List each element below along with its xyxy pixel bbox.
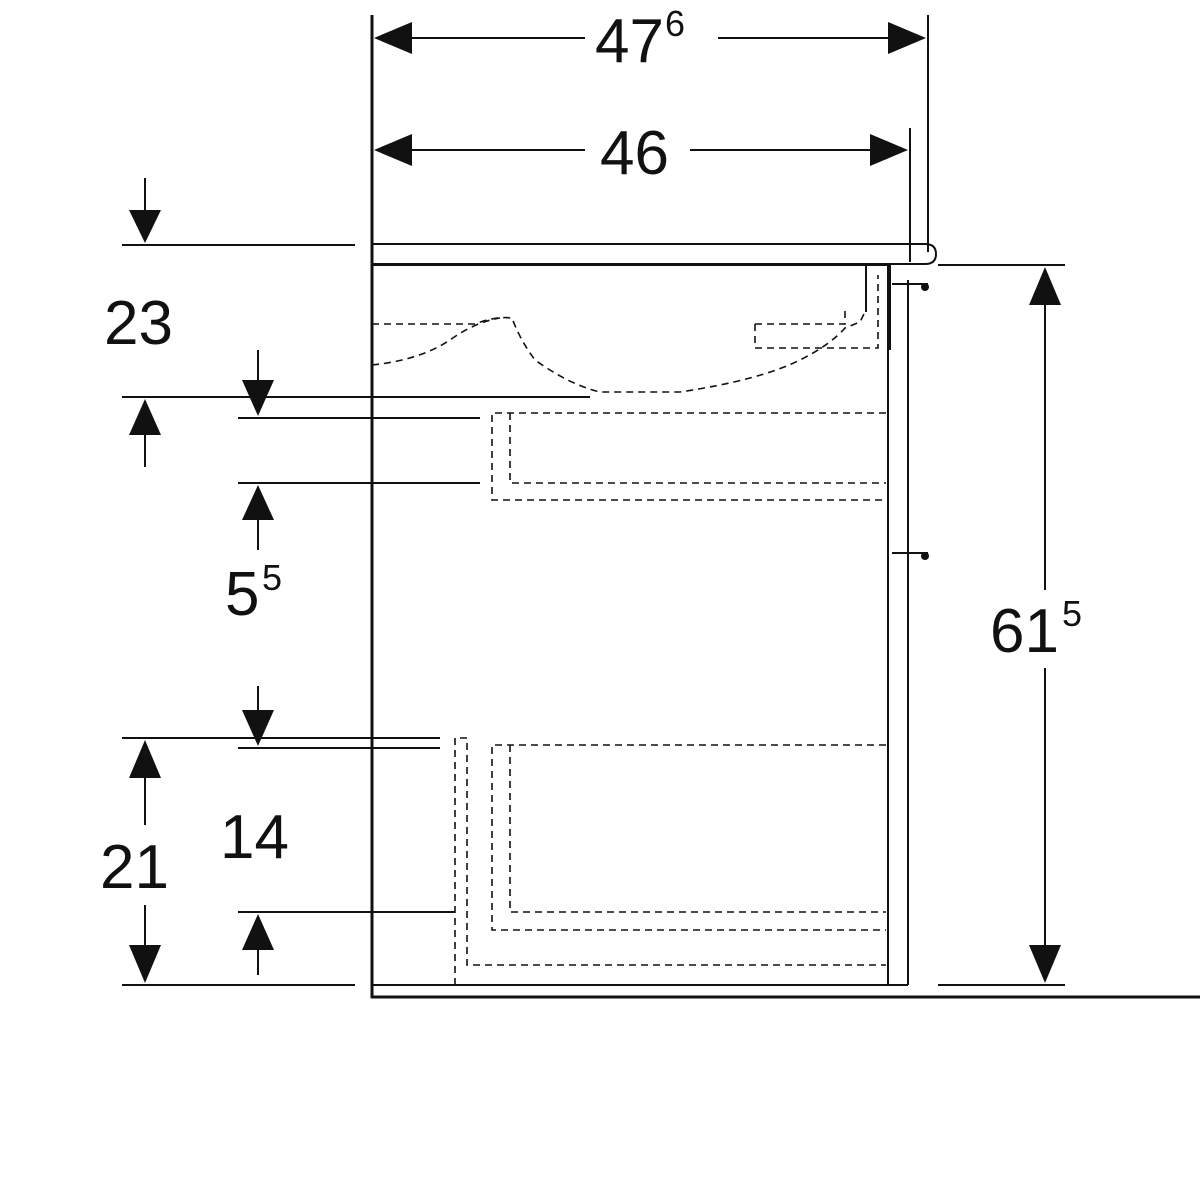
dimension-cabinet-depth: 46 <box>374 119 911 262</box>
lower-drawer-outline <box>454 737 886 985</box>
dimension-superscript: 6 <box>665 3 685 44</box>
basin-outline <box>371 317 501 366</box>
handle-icon <box>921 552 929 560</box>
basin-outline <box>372 309 867 393</box>
dimension-label: 46 <box>600 119 669 188</box>
dimension-label: 47 <box>595 7 664 76</box>
dimension-superscript: 5 <box>1062 593 1082 634</box>
dimension-drawer-gap: 5 5 <box>225 350 480 629</box>
cabinet-front <box>372 265 929 986</box>
dimension-total-height: 61 5 <box>938 264 1082 986</box>
dimension-label: 23 <box>104 289 173 358</box>
dimension-lower-drawer-height: 21 <box>100 737 440 986</box>
dimension-label: 5 <box>225 560 259 629</box>
dimension-superscript: 5 <box>262 557 282 598</box>
dimension-lower-drawer-inner: 14 <box>220 686 455 975</box>
handle-icon <box>921 283 929 291</box>
dimension-top-to-basin: 23 <box>104 178 590 467</box>
dimension-label: 21 <box>100 833 169 902</box>
washbasin-top <box>372 243 938 350</box>
dimension-overall-depth: 47 6 <box>374 3 929 252</box>
dimension-label: 14 <box>220 803 289 872</box>
upper-drawer-outline <box>491 412 886 501</box>
overflow-outline <box>754 275 879 349</box>
dimension-label: 61 <box>990 597 1059 666</box>
